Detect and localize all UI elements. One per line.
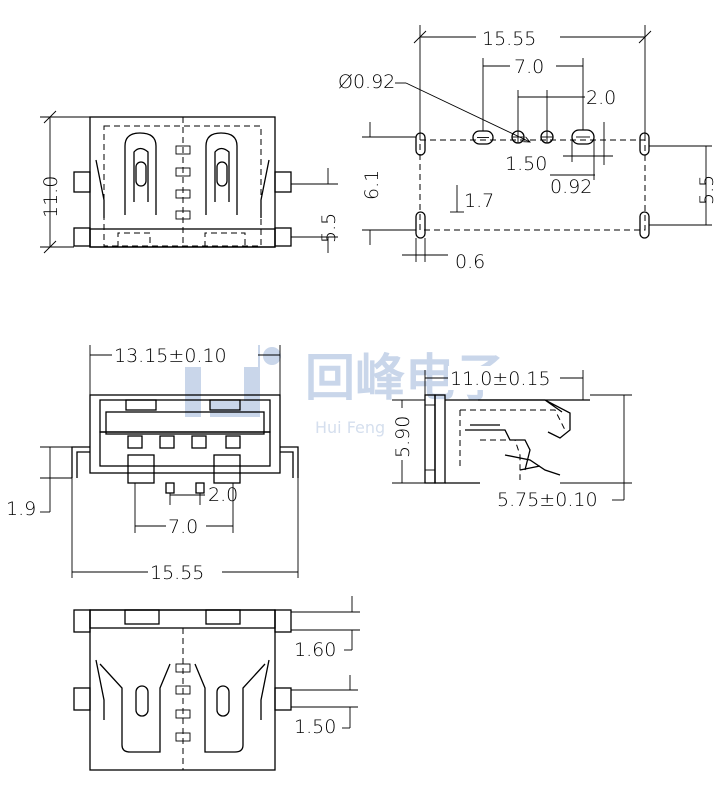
top-view-half-label: 5.5 <box>318 213 340 243</box>
pcb-peg-len-label: 1.7 <box>464 190 494 212</box>
pcb-pitch-inner-label: 2.0 <box>586 87 616 109</box>
front-overall-label: 15.55 <box>150 562 204 584</box>
pcb-peg-w-label: 0.6 <box>455 251 485 273</box>
pcb-row-span-label: 6.1 <box>361 170 383 200</box>
watermark-brand-en: Hui Feng <box>315 418 385 437</box>
front-pitch-outer-label: 7.0 <box>168 516 198 538</box>
top-view: 11.0 5.5 <box>40 110 340 254</box>
top-view-height-label: 11.0 <box>40 176 62 218</box>
front-view: 13.15±0.10 2.0 7.0 15.55 1.9 <box>6 342 299 584</box>
pcb-slot-w-label: 1.50 <box>505 153 547 175</box>
front-pitch-inner-label: 2.0 <box>208 484 238 506</box>
pcb-slot-h-label: 0.92 <box>550 176 592 198</box>
side-height-label: 5.90 <box>392 416 414 458</box>
watermark: 回峰电子 Hui Feng <box>185 345 505 437</box>
side-view: 11.0±0.15 5.90 5.75±0.10 <box>388 366 632 511</box>
pcb-hole-dia-label: Ø0.92 <box>338 71 395 93</box>
pcb-layout-view: 15.55 7.0 2.0 Ø0.92 1.50 0.92 6.1 5.5 <box>338 24 718 273</box>
front-standoff-label: 1.9 <box>6 498 36 520</box>
bottom-view: 1.60 1.50 <box>73 596 360 771</box>
pcb-peg-span-label: 5.5 <box>696 175 718 205</box>
bottom-tail-label: 1.60 <box>294 639 336 661</box>
side-length-label: 11.0±0.15 <box>450 368 551 390</box>
side-depth-label: 5.75±0.10 <box>497 489 598 511</box>
pcb-pitch-outer-label: 7.0 <box>514 56 544 78</box>
pcb-width-label: 15.55 <box>482 28 536 50</box>
bottom-tab-label: 1.50 <box>294 716 336 738</box>
front-opening-label: 13.15±0.10 <box>114 345 227 367</box>
